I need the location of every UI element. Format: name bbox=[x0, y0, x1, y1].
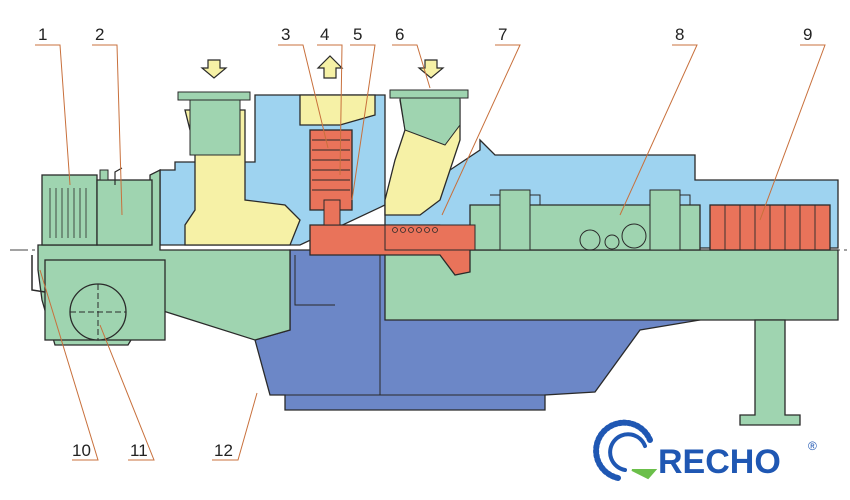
callout-3: 3 bbox=[281, 25, 290, 44]
inlet-arrow-left bbox=[200, 59, 228, 79]
callout-11: 11 bbox=[130, 441, 148, 460]
callout-7: 7 bbox=[498, 25, 507, 44]
left-inlet-flange bbox=[177, 91, 251, 101]
callout-9: 9 bbox=[803, 25, 812, 44]
guard-bracket bbox=[31, 255, 46, 293]
callout-6: 6 bbox=[395, 25, 404, 44]
impeller-neck bbox=[323, 199, 341, 226]
callout-leaders bbox=[35, 44, 826, 461]
gearbox bbox=[96, 179, 153, 246]
logo-arc-icon bbox=[593, 419, 658, 481]
motor bbox=[41, 174, 98, 246]
callout-8: 8 bbox=[675, 25, 684, 44]
support-leg bbox=[739, 319, 801, 426]
left-inlet-pipe bbox=[189, 99, 241, 156]
motor-terminal-box bbox=[99, 169, 109, 181]
right-inlet-flange bbox=[389, 89, 469, 99]
right-inlet-pipe bbox=[399, 97, 461, 146]
callout-12: 12 bbox=[214, 441, 233, 460]
outlet-arrow bbox=[316, 55, 344, 79]
callout-5: 5 bbox=[353, 25, 362, 44]
logo-registered-mark: ® bbox=[808, 439, 817, 453]
discharge-passage bbox=[299, 94, 376, 126]
logo-wordmark: RECHO bbox=[658, 443, 781, 481]
callout-10: 10 bbox=[72, 441, 91, 460]
right-bearing bbox=[649, 189, 681, 251]
callout-2: 2 bbox=[95, 25, 104, 44]
shaft-extension bbox=[384, 224, 476, 251]
callout-1: 1 bbox=[38, 25, 47, 44]
callout-4: 4 bbox=[320, 25, 329, 44]
left-bearing bbox=[499, 189, 531, 251]
recho-logo: RECHO ® bbox=[593, 419, 817, 481]
